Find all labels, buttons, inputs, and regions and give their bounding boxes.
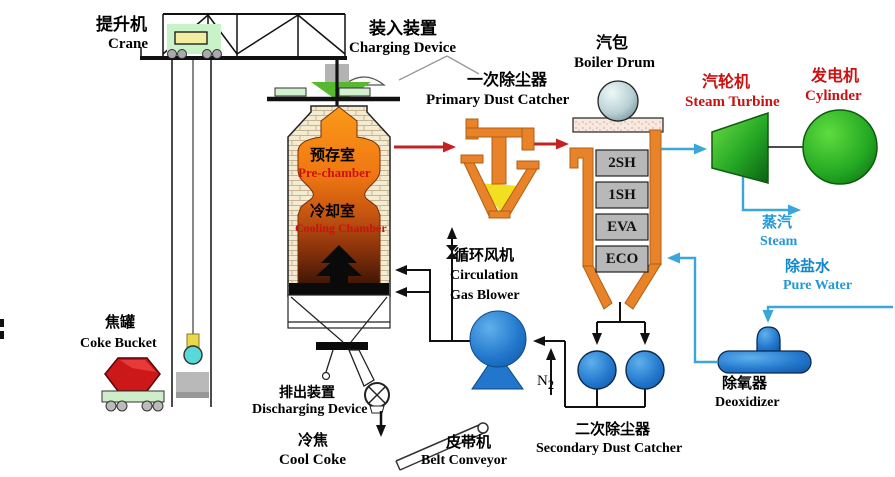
hot-gas-arrows bbox=[394, 138, 569, 153]
label-blower-en2: Gas Blower bbox=[450, 288, 520, 303]
label-charging-en: Charging Device bbox=[349, 40, 457, 56]
label-boiler-drum-en: Boiler Drum bbox=[574, 55, 655, 71]
nitrogen-symbol: N bbox=[537, 373, 548, 389]
label-cooling-chamber-zh: 冷却室 bbox=[310, 203, 356, 220]
label-crane-en: Crane bbox=[108, 36, 148, 52]
cdq-furnace-tower bbox=[287, 105, 391, 343]
label-deoxidizer-zh: 除氧器 bbox=[722, 375, 768, 392]
belt-conveyor-icon bbox=[395, 422, 489, 471]
label-steam-zh: 蒸汽 bbox=[762, 214, 793, 231]
label-pre-chamber-en: Pre-chamber bbox=[298, 165, 371, 180]
label-charging-zh: 装入装置 bbox=[369, 19, 437, 38]
steam-water-pipes bbox=[661, 143, 893, 364]
label-steam-turbine-zh: 汽轮机 bbox=[702, 74, 751, 91]
label-coke-bucket-zh: 焦罐 bbox=[105, 314, 136, 331]
label-cool-coke-zh: 冷焦 bbox=[298, 432, 329, 449]
label-blower-zh: 循环风机 bbox=[454, 247, 515, 264]
generator-icon bbox=[802, 109, 878, 185]
crane-trolley-icon bbox=[167, 24, 222, 59]
nitrogen-subscript: 2 bbox=[547, 378, 555, 392]
label-blower-en1: Circulation bbox=[450, 268, 519, 283]
label-steam-en: Steam bbox=[760, 234, 798, 249]
boiler-section-2sh: 2SH bbox=[608, 155, 636, 171]
deoxidizer-icon bbox=[717, 326, 812, 374]
secondary-dust-catcher-icon bbox=[577, 350, 665, 390]
label-generator-zh: 发电机 bbox=[811, 68, 860, 85]
gas-blower-icon bbox=[469, 310, 527, 390]
boiler-drum-icon bbox=[597, 80, 639, 122]
boiler-section-eco: ECO bbox=[605, 251, 639, 267]
label-coke-bucket-en: Coke Bucket bbox=[80, 336, 157, 351]
label-pure-water-zh: 除盐水 bbox=[785, 258, 831, 275]
label-boiler-drum-zh: 汽包 bbox=[596, 35, 629, 52]
label-crane-zh: 提升机 bbox=[96, 15, 147, 34]
label-deoxidizer-en: Deoxidizer bbox=[715, 395, 780, 410]
label-cool-coke-en: Cool Coke bbox=[279, 452, 347, 468]
label-steam-turbine-en: Steam Turbine bbox=[685, 94, 780, 110]
discharging-device-icon bbox=[316, 342, 390, 437]
label-belt-conveyor-zh: 皮带机 bbox=[446, 434, 492, 451]
valve-icon bbox=[446, 245, 458, 259]
label-secondary-dust-zh: 二次除尘器 bbox=[575, 421, 651, 438]
label-pure-water-en: Pure Water bbox=[783, 278, 853, 293]
hoist-shaft bbox=[171, 58, 212, 407]
label-primary-dust-zh: 一次除尘器 bbox=[467, 72, 548, 89]
label-secondary-dust-en: Secondary Dust Catcher bbox=[536, 441, 683, 456]
label-generator-en: Cylinder bbox=[805, 88, 862, 104]
cropped-edge-mark bbox=[0, 319, 4, 339]
charging-device-icon bbox=[267, 55, 480, 125]
label-discharging-zh: 排出装置 bbox=[279, 384, 335, 400]
label-discharging-en: Discharging Device bbox=[252, 402, 368, 417]
coke-bucket-icon bbox=[101, 357, 165, 412]
label-nitrogen: N2 bbox=[537, 373, 555, 392]
label-primary-dust-en: Primary Dust Catcher bbox=[426, 92, 570, 108]
label-cooling-chamber-en: Cooling Chamber bbox=[295, 221, 387, 235]
label-belt-conveyor-en: Belt Conveyor bbox=[421, 453, 507, 468]
primary-dust-catcher-icon bbox=[460, 118, 540, 219]
boiler-section-eva: EVA bbox=[607, 219, 637, 235]
boiler-section-1sh: 1SH bbox=[608, 187, 636, 203]
steam-turbine-icon bbox=[711, 111, 769, 184]
waste-heat-boiler bbox=[569, 80, 664, 310]
label-pre-chamber-zh: 预存室 bbox=[310, 147, 356, 164]
